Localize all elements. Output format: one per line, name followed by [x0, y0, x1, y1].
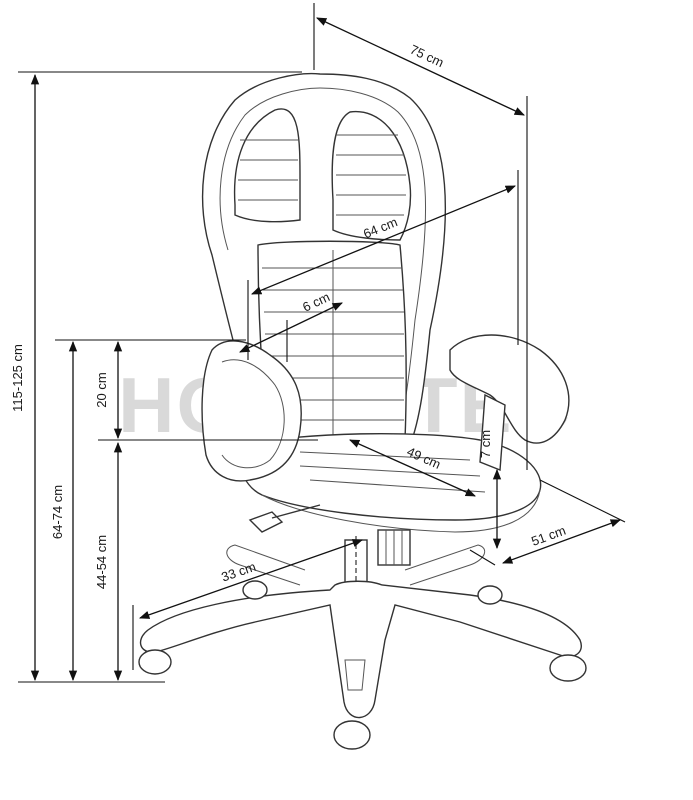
label-depth: 75 cm	[408, 42, 446, 71]
center-leg-detail	[344, 659, 366, 691]
dim-base-radius	[139, 539, 363, 619]
dim-seat-width	[502, 519, 621, 564]
label-seat-thickness: 7 cm	[478, 430, 493, 458]
dim-seat-depth	[349, 439, 476, 497]
gas-lift-ribs	[385, 530, 403, 565]
label-armrest-height: 20 cm	[94, 372, 109, 407]
dim-depth	[316, 17, 525, 116]
label-seat-height: 44-54 cm	[94, 535, 109, 589]
dim-lumbar	[239, 302, 343, 353]
dim-backrest-width	[251, 185, 516, 295]
star-base	[139, 580, 582, 719]
dimension-lines	[18, 3, 626, 683]
label-total-height: 115-125 cm	[10, 344, 25, 412]
tilt-lever	[248, 504, 321, 533]
label-seat-width: 51 cm	[529, 523, 567, 549]
left-armrest	[201, 340, 302, 482]
label-armrest-floor-height: 64-74 cm	[50, 485, 65, 539]
chair-illustration	[138, 72, 587, 750]
right-armrest	[449, 334, 570, 444]
left-armrest-inner	[221, 359, 285, 469]
